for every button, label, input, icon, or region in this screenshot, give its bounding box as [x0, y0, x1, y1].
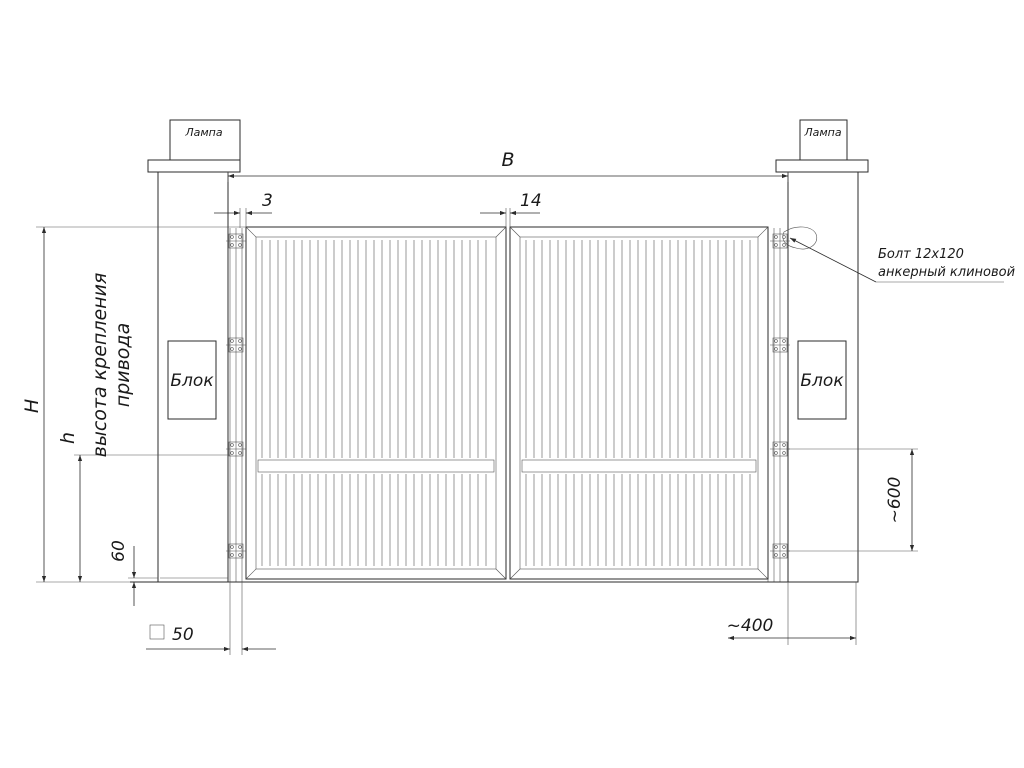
dimension-gap-center — [480, 208, 540, 228]
lamp-right-label: Лампа — [803, 126, 842, 139]
block-right-label: Блок — [800, 371, 844, 391]
bolt-hole — [230, 545, 234, 549]
left-leaf-slats — [261, 240, 487, 566]
dimension-hinge-spacing — [788, 448, 918, 552]
dimension-hinge-spacing-label: ~600 — [885, 477, 905, 524]
dimension-gap-post — [214, 208, 272, 228]
bolt-hole — [782, 243, 786, 247]
mount-height-note-line1: высота крепления — [89, 273, 111, 458]
bolt-hole — [774, 545, 778, 549]
bolt-hole — [238, 545, 242, 549]
left-gate-leaf — [245, 226, 507, 580]
bolt-note-line2: анкерный клиновой — [878, 265, 1015, 280]
dimension-h — [36, 226, 246, 583]
dimension-h-label: H — [21, 399, 43, 413]
dimension-b-label: B — [501, 149, 514, 171]
lamp-left-label: Лампа — [184, 126, 223, 139]
left-hinge-strip — [229, 228, 243, 582]
bolt-hole — [230, 339, 234, 343]
bolt-hole — [230, 243, 234, 247]
bolt-hole — [230, 451, 234, 455]
mount-height-note-line2: привода — [112, 323, 134, 407]
bolt-hole — [238, 443, 242, 447]
right-leaf-slats — [525, 240, 751, 566]
hinge-brackets — [226, 233, 790, 559]
bolt-hole — [238, 235, 242, 239]
dimension-post-offset — [728, 582, 857, 645]
block-left-label: Блок — [170, 371, 214, 391]
right-hinge-strip — [767, 228, 781, 582]
bolt-hole — [774, 451, 778, 455]
bolt-hole — [782, 443, 786, 447]
dimension-post-section-label: 50 — [172, 625, 194, 645]
bolt-hole — [238, 553, 242, 557]
right-gate-leaf — [509, 226, 769, 580]
bolt-hole — [774, 347, 778, 351]
bolt-note-line1: Болт 12х120 — [878, 247, 964, 262]
dimension-post-section — [146, 582, 276, 655]
bolt-hole — [782, 553, 786, 557]
block-left — [167, 340, 217, 420]
right-post — [775, 119, 869, 583]
dimension-mount-height-label: h — [57, 432, 79, 444]
bolt-hole — [774, 443, 778, 447]
dimension-bottom-gap-label: 60 — [109, 540, 129, 562]
dimension-bottom-gap — [128, 546, 158, 606]
bolt-hole — [774, 339, 778, 343]
bolt-hole — [782, 545, 786, 549]
bolt-hole — [230, 553, 234, 557]
bolt-hole — [238, 339, 242, 343]
bolt-hole — [774, 235, 778, 239]
bolt-hole — [238, 347, 242, 351]
bolt-hole — [782, 339, 786, 343]
dimension-gap-center-label: 14 — [520, 191, 542, 211]
bolt-hole — [774, 243, 778, 247]
left-post — [147, 119, 241, 583]
dimension-post-offset-label: ~400 — [727, 616, 774, 636]
block-right — [797, 340, 847, 420]
bolt-hole — [230, 443, 234, 447]
bolt-hole — [230, 347, 234, 351]
bolt-hole — [238, 243, 242, 247]
bolt-hole — [782, 451, 786, 455]
bolt-callout — [782, 226, 1004, 283]
dimension-mount-height — [74, 454, 230, 582]
bolt-hole — [774, 553, 778, 557]
bolt-hole — [230, 235, 234, 239]
bolt-hole — [782, 347, 786, 351]
square-section-icon — [149, 624, 165, 640]
dimension-gap-post-label: 3 — [262, 191, 273, 211]
bolt-hole — [238, 451, 242, 455]
dimension-b — [227, 172, 789, 182]
